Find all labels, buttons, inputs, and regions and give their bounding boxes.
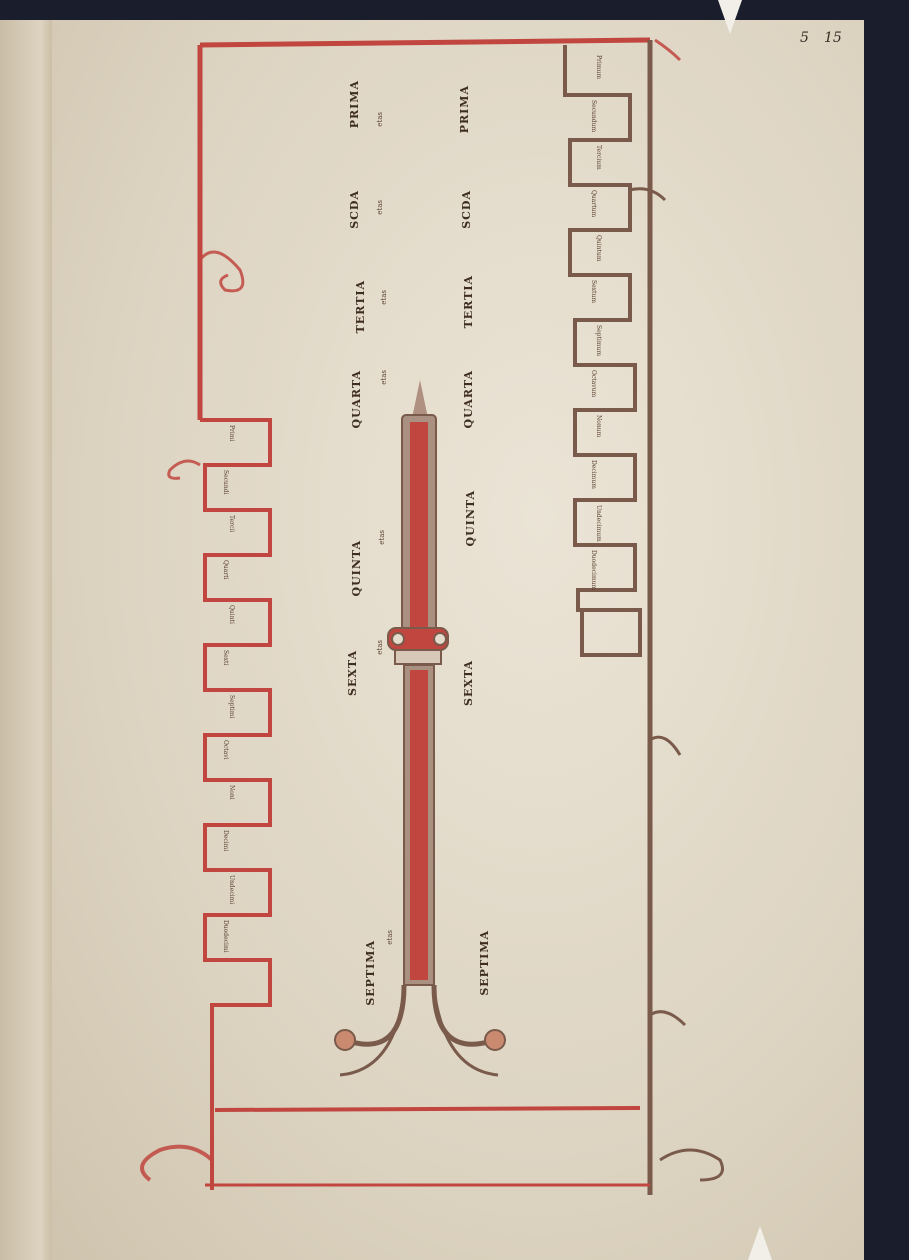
label-scda-right: SCDA — [460, 190, 473, 229]
left-cell-label: Secundi — [222, 470, 229, 495]
label-septima-left: SEPTIMA — [364, 940, 377, 1006]
right-cell-label: Octavum — [590, 370, 597, 398]
left-cell-label: Primi — [228, 425, 235, 442]
label-quarta-right: QUARTA — [462, 370, 475, 429]
right-cell-label: Septimum — [595, 325, 602, 357]
right-cell-label: Tercium — [595, 145, 602, 170]
label-sexta-right: SEXTA — [462, 660, 475, 706]
small-mark: etas — [380, 290, 388, 305]
right-cell-label: Primum — [595, 55, 602, 80]
label-tertia-left: TERTIA — [354, 280, 367, 334]
right-cell-label: Quartum — [590, 190, 597, 218]
label-quinta-right: QUINTA — [464, 490, 477, 547]
label-scda-left: SCDA — [348, 190, 361, 229]
small-mark: etas — [376, 200, 384, 215]
small-mark: etas — [376, 112, 384, 127]
left-cell-label: Duodecimi — [222, 920, 229, 953]
label-tertia-right: TERTIA — [462, 275, 475, 329]
left-step-column — [200, 418, 272, 1040]
left-cell-label: Noni — [228, 785, 235, 800]
folio-number-right: 15 — [824, 30, 842, 46]
label-prima-right: PRIMA — [458, 85, 471, 134]
outer-frame — [197, 37, 653, 1195]
right-cell-label: Sextum — [590, 280, 597, 304]
small-mark: etas — [380, 370, 388, 385]
red-flourishes — [140, 38, 682, 1182]
right-step-column — [563, 45, 642, 657]
small-mark: etas — [376, 640, 384, 655]
small-mark: etas — [378, 530, 386, 545]
label-prima-left: PRIMA — [348, 80, 361, 129]
bottom-clip — [748, 1226, 772, 1260]
right-cell-label: Decimum — [590, 460, 597, 489]
top-clip — [718, 0, 742, 34]
right-cell-label: Quintum — [595, 235, 602, 262]
label-quarta-left: QUARTA — [350, 370, 363, 429]
left-cell-label: Octavi — [222, 740, 229, 760]
manuscript-page — [52, 20, 864, 1260]
left-cell-label: Undecimi — [228, 875, 235, 905]
label-septima-right: SEPTIMA — [478, 930, 491, 996]
right-cell-label: Nonum — [595, 415, 602, 438]
left-cell-label: Septimi — [228, 695, 235, 719]
label-sexta-left: SEXTA — [346, 650, 359, 696]
central-column — [334, 380, 506, 1077]
label-quinta-left: QUINTA — [350, 540, 363, 597]
folio-number: 5 — [800, 30, 809, 46]
brown-flourishes — [629, 187, 724, 1182]
left-cell-label: Quinti — [228, 605, 235, 624]
right-cell-label: Secundum — [590, 100, 597, 133]
left-cell-label: Decimi — [222, 830, 229, 852]
left-cell-label: Sexti — [222, 650, 229, 666]
right-cell-label: Undecimum — [595, 505, 602, 542]
right-cell-label: Duodecimum — [590, 550, 597, 591]
previous-page-edge — [0, 20, 58, 1260]
left-cell-label: Quarti — [222, 560, 229, 580]
left-cell-label: Tercii — [228, 515, 235, 533]
small-mark: etas — [386, 930, 394, 945]
